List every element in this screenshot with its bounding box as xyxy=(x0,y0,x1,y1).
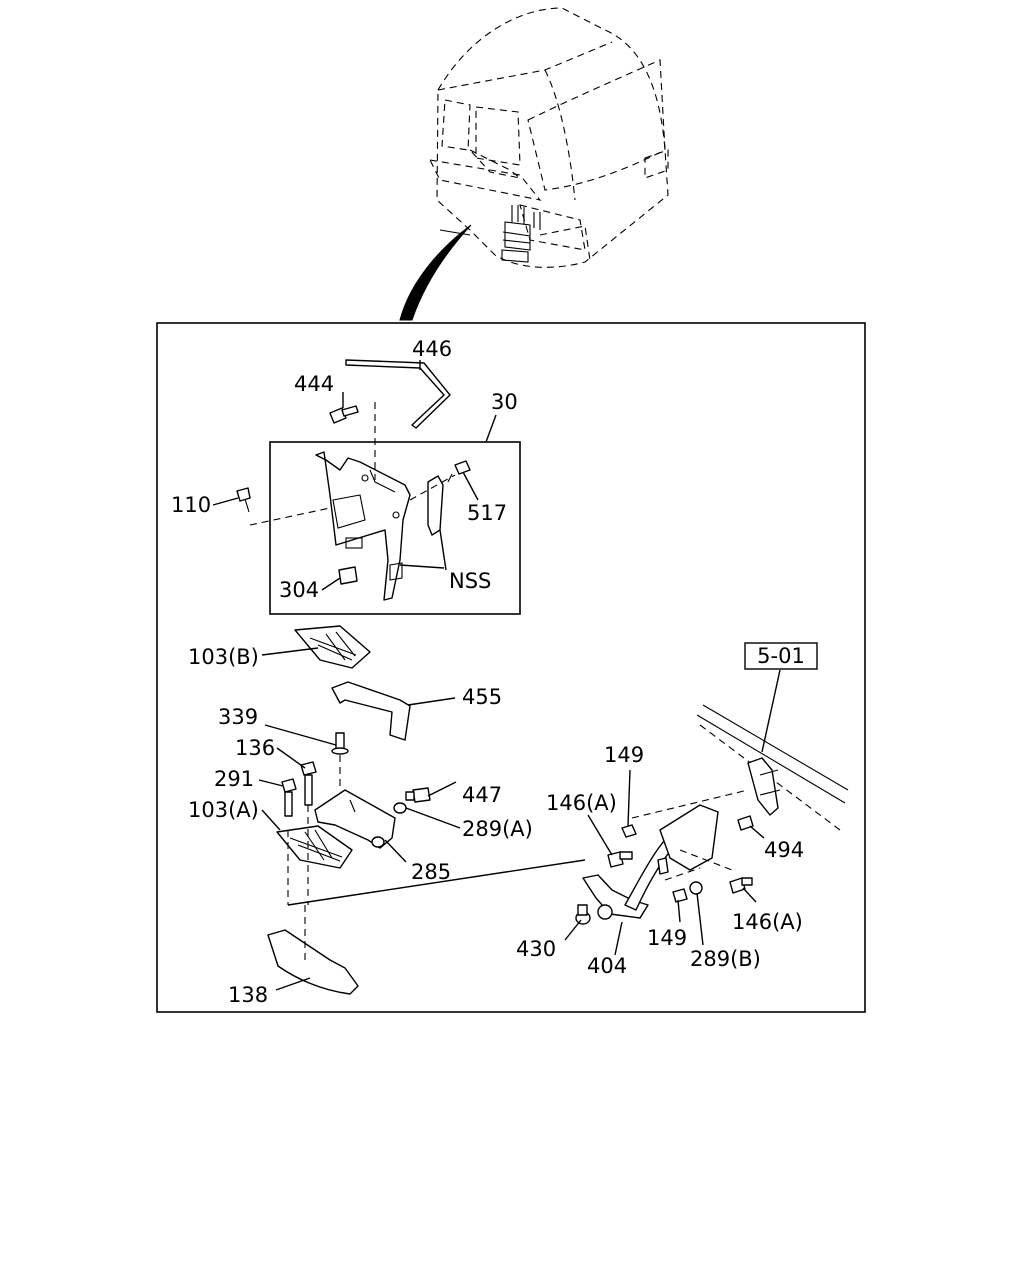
part-291-bolt xyxy=(281,778,297,817)
callout-30: 30 xyxy=(491,390,518,414)
part-517-bolt xyxy=(447,460,471,483)
callout-103b: 103(B) xyxy=(188,645,259,669)
callout-146a-lower: 146(A) xyxy=(732,910,803,934)
part-285-hinge-bracket xyxy=(314,789,396,849)
part-446-rod xyxy=(345,359,451,429)
part-494-bolt xyxy=(737,815,754,831)
part-339-pin xyxy=(331,732,349,755)
callout-285: 285 xyxy=(411,860,451,884)
callout-138: 138 xyxy=(228,983,268,1007)
callout-289a: 289(A) xyxy=(462,817,533,841)
part-447-bolt xyxy=(405,787,431,803)
main-frame xyxy=(156,322,866,1013)
part-30-bracket xyxy=(315,451,411,601)
callout-289b: 289(B) xyxy=(690,947,761,971)
part-404-hanger xyxy=(582,804,719,920)
callout-146a-upper: 146(A) xyxy=(546,791,617,815)
reference-box xyxy=(744,642,818,670)
part-149-nut-upper xyxy=(621,824,637,838)
callout-110: 110 xyxy=(171,493,211,517)
part-138-cover xyxy=(267,929,359,995)
reference-box-label: 5-01 xyxy=(757,644,805,668)
callout-nss: NSS xyxy=(449,569,491,593)
callout-455: 455 xyxy=(462,685,502,709)
part-149-nut-lower xyxy=(672,888,688,903)
assembly-30-frame xyxy=(269,441,521,615)
callout-446: 446 xyxy=(412,337,452,361)
callout-291: 291 xyxy=(214,767,254,791)
frame-rails-5-01 xyxy=(696,704,849,831)
part-146a-bolt-lower xyxy=(729,877,753,894)
callout-404: 404 xyxy=(587,954,627,978)
callout-149-lower: 149 xyxy=(647,926,687,950)
part-nss-plate xyxy=(427,475,444,536)
part-455-bracket xyxy=(331,681,411,741)
callout-136: 136 xyxy=(235,736,275,760)
callout-339: 339 xyxy=(218,705,258,729)
part-430-washer xyxy=(575,904,591,925)
part-146a-bolt-upper xyxy=(607,851,633,868)
part-103a-step xyxy=(276,825,353,869)
callout-149-upper: 149 xyxy=(604,743,644,767)
callout-103a: 103(A) xyxy=(188,798,259,822)
part-103b-step xyxy=(294,625,371,669)
callout-430: 430 xyxy=(516,937,556,961)
leader-lines xyxy=(212,360,781,991)
callout-494: 494 xyxy=(764,838,804,862)
part-289a-washer xyxy=(393,802,407,814)
callout-517: 517 xyxy=(467,501,507,525)
pointer-arrow xyxy=(399,224,472,321)
part-110-bolt xyxy=(236,487,251,513)
callout-304: 304 xyxy=(279,578,319,602)
callout-444: 444 xyxy=(294,372,334,396)
part-444-bolt xyxy=(329,405,359,424)
part-136-bolt xyxy=(300,761,317,806)
truck-cab-illustration xyxy=(429,7,669,268)
part-304-clip xyxy=(338,566,358,585)
callout-labels: 446 444 30 110 517 304 NSS 103(B) 455 33… xyxy=(171,337,804,1007)
callout-447: 447 xyxy=(462,783,502,807)
part-289b-washer xyxy=(689,881,703,895)
